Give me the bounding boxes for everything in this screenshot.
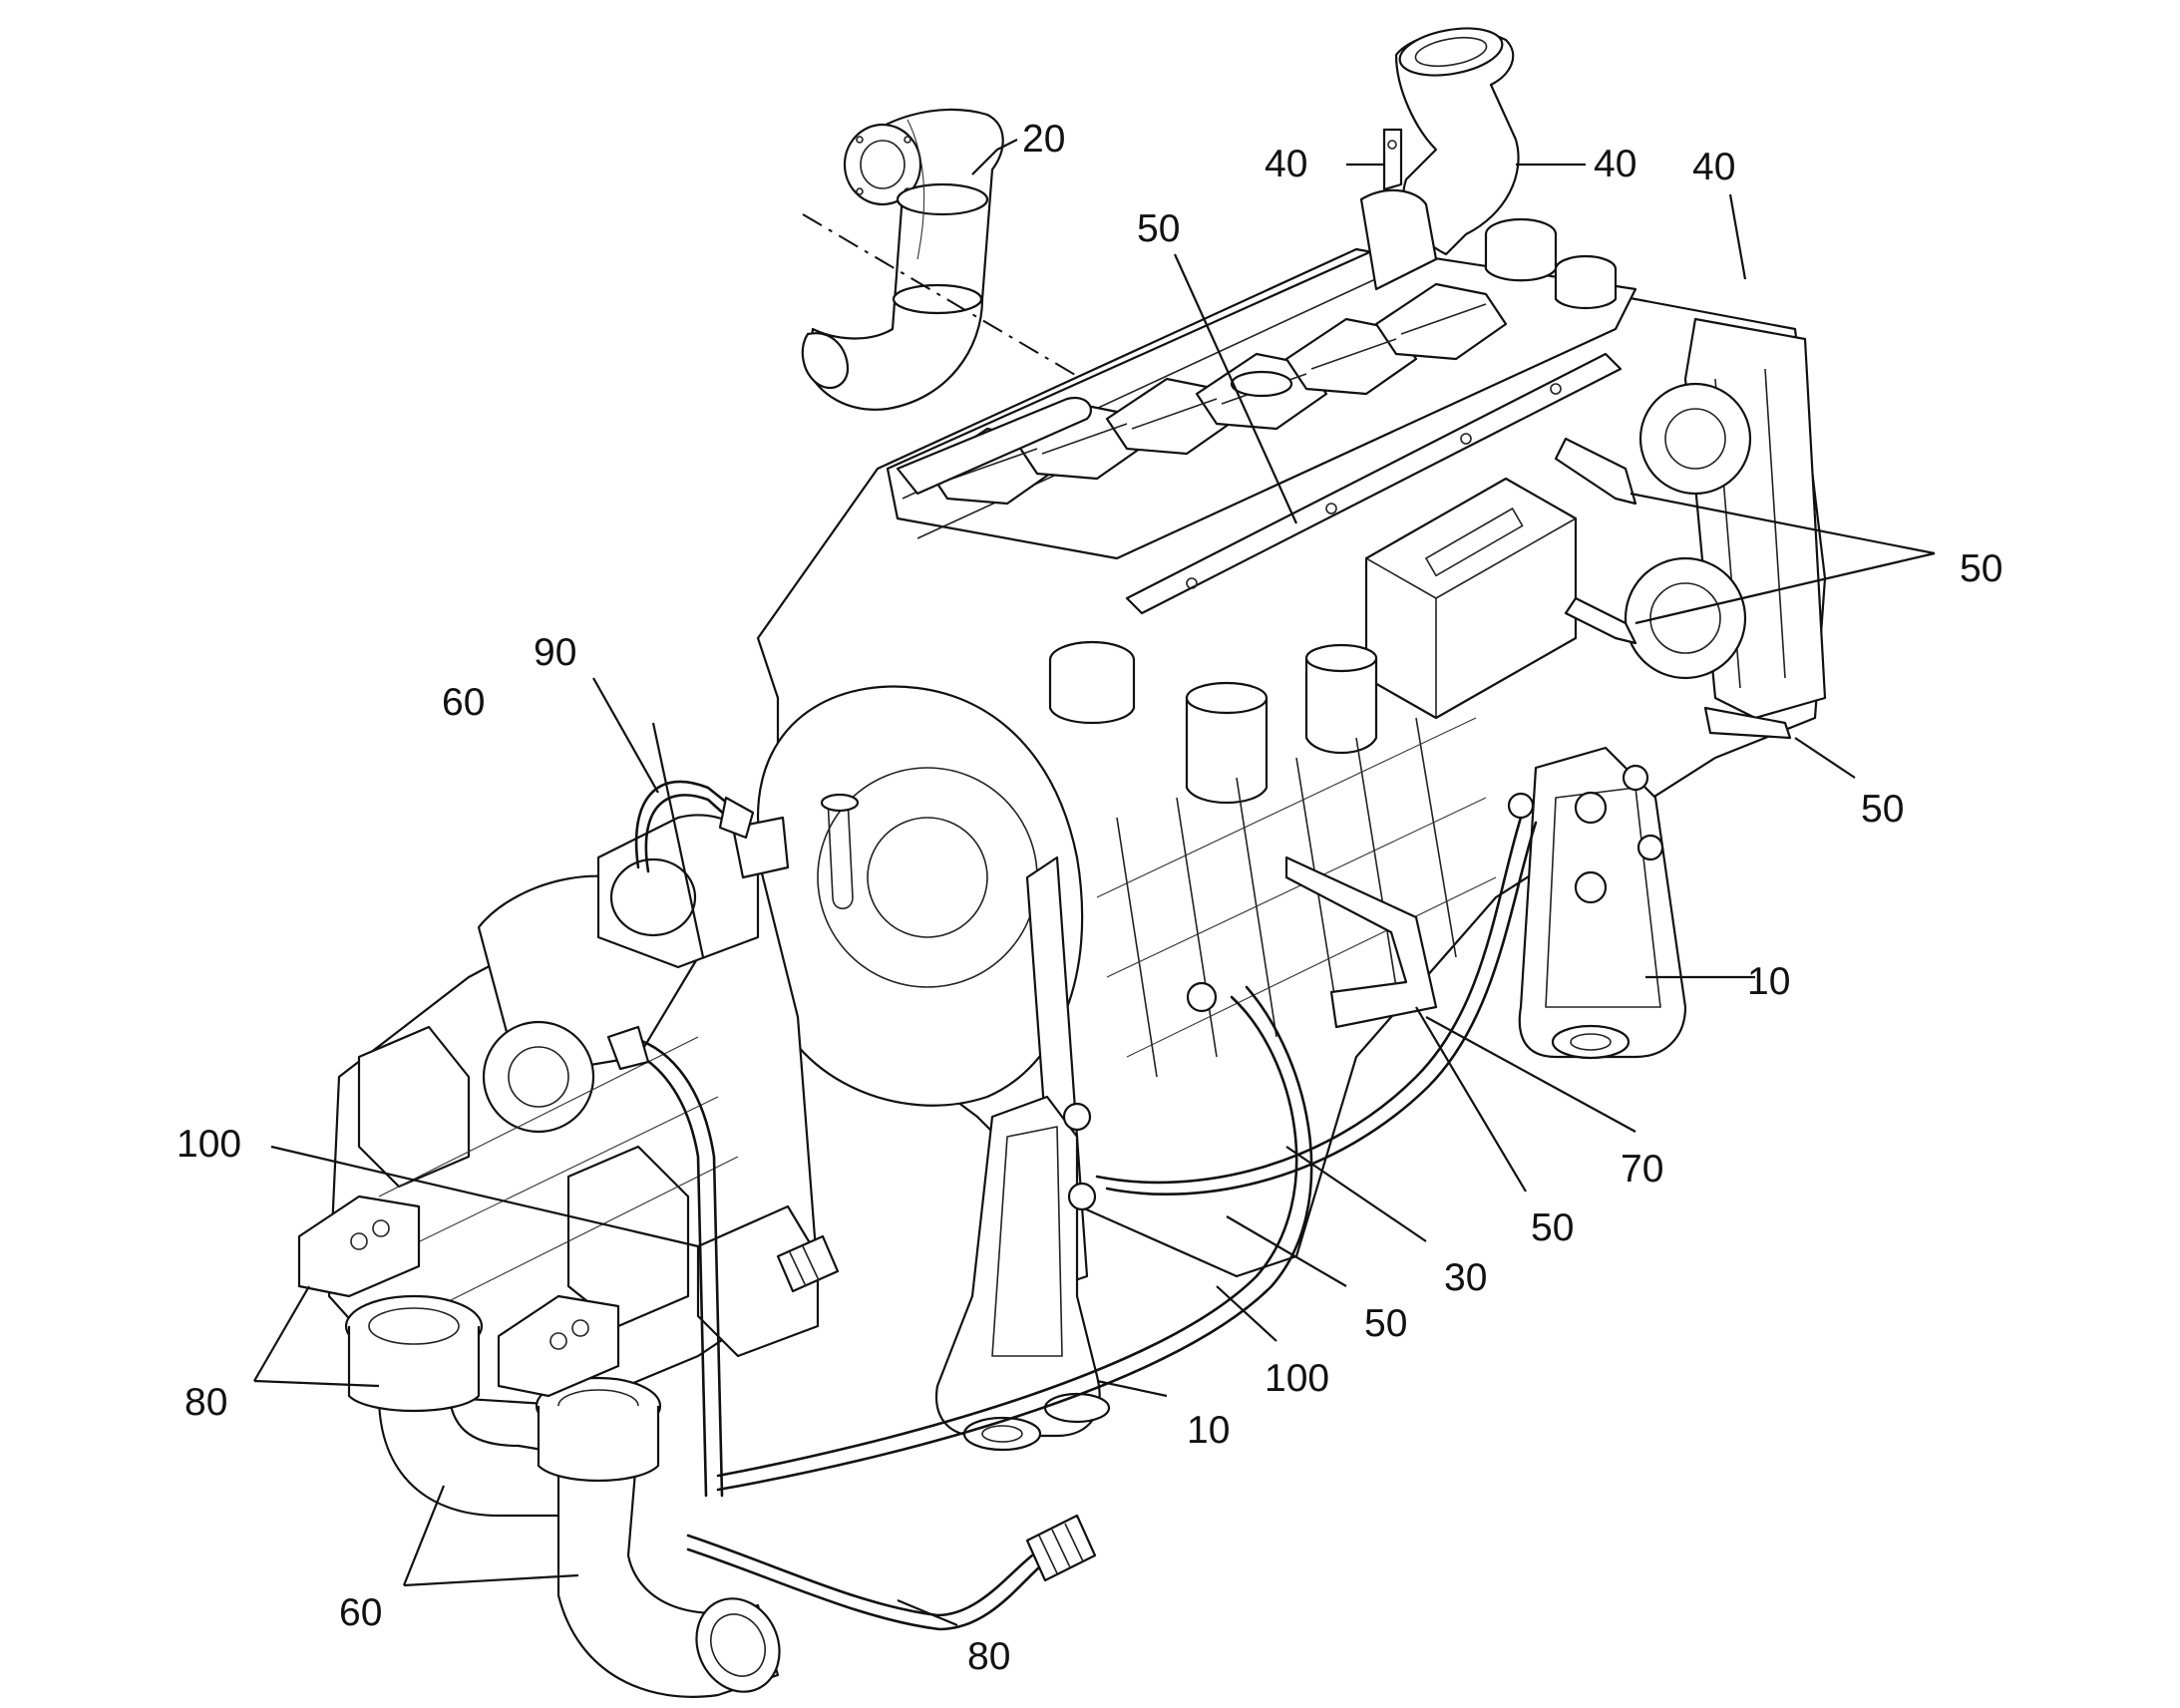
- hose-100-top: [606, 1025, 724, 1498]
- callout-50-right: 50: [1960, 547, 2003, 590]
- hose-90: [634, 780, 755, 873]
- callout-100-top: 100: [177, 1123, 242, 1166]
- hose-80-bottom: [686, 1514, 1097, 1631]
- callout-40-right: 40: [1692, 146, 1736, 188]
- intake-pipes-60: [297, 1195, 781, 1698]
- callout-60-bottom: 60: [339, 1591, 383, 1634]
- callout-80-bottom: 80: [967, 1635, 1011, 1678]
- fuel-filters: [1185, 643, 1378, 804]
- callout-50-mid: 50: [1531, 1206, 1575, 1249]
- callout-40-center: 40: [1594, 143, 1637, 185]
- callout-80-left: 80: [184, 1381, 228, 1424]
- exhaust-elbow-20: [801, 108, 1083, 411]
- callout-40-left: 40: [1265, 143, 1308, 185]
- callout-20: 20: [1022, 118, 1066, 161]
- callout-50-top: 50: [1137, 207, 1181, 250]
- sensor-plug: [776, 1234, 840, 1293]
- callout-60-top: 60: [442, 681, 486, 724]
- callout-10-right: 10: [1747, 960, 1791, 1003]
- engine-mount-right-10: [1518, 746, 1687, 1060]
- callout-50-low: 50: [1364, 1302, 1408, 1345]
- callout-100-bottom: 100: [1265, 1357, 1330, 1400]
- ecu-module: [1364, 477, 1578, 720]
- hose-70: [1095, 792, 1538, 1196]
- mounting-rail-50: [1125, 352, 1792, 1029]
- leader-lines: [253, 139, 1936, 1627]
- callout-70: 70: [1621, 1148, 1664, 1191]
- engine-block: [756, 188, 1827, 1288]
- callout-50-bracket: 50: [1861, 788, 1905, 831]
- filler-caps: [1048, 217, 1618, 724]
- transmission: [327, 793, 860, 1408]
- callout-30: 30: [1444, 1256, 1488, 1299]
- callout-90: 90: [534, 631, 577, 674]
- callout-10-bottom: 10: [1187, 1409, 1231, 1452]
- exhaust-pipe-40: [1382, 27, 1520, 256]
